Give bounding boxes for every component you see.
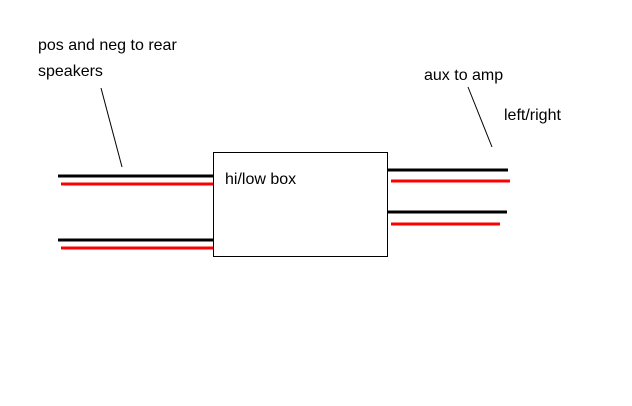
aux-to-amp-label: aux to amp	[424, 67, 504, 84]
rear-speakers-label: pos and neg to rear speakers	[38, 33, 177, 85]
rear-speakers-leader-line	[100, 87, 123, 168]
hi-low-box: hi/low box	[213, 152, 388, 257]
rear-speakers-label-line1: pos and neg to rear	[38, 37, 177, 54]
aux-to-amp-leader-line	[467, 86, 493, 148]
hi-low-box-label: hi/low box	[225, 171, 297, 188]
left-right-label: left/right	[504, 107, 561, 124]
rear-speakers-label-line2: speakers	[38, 63, 103, 80]
